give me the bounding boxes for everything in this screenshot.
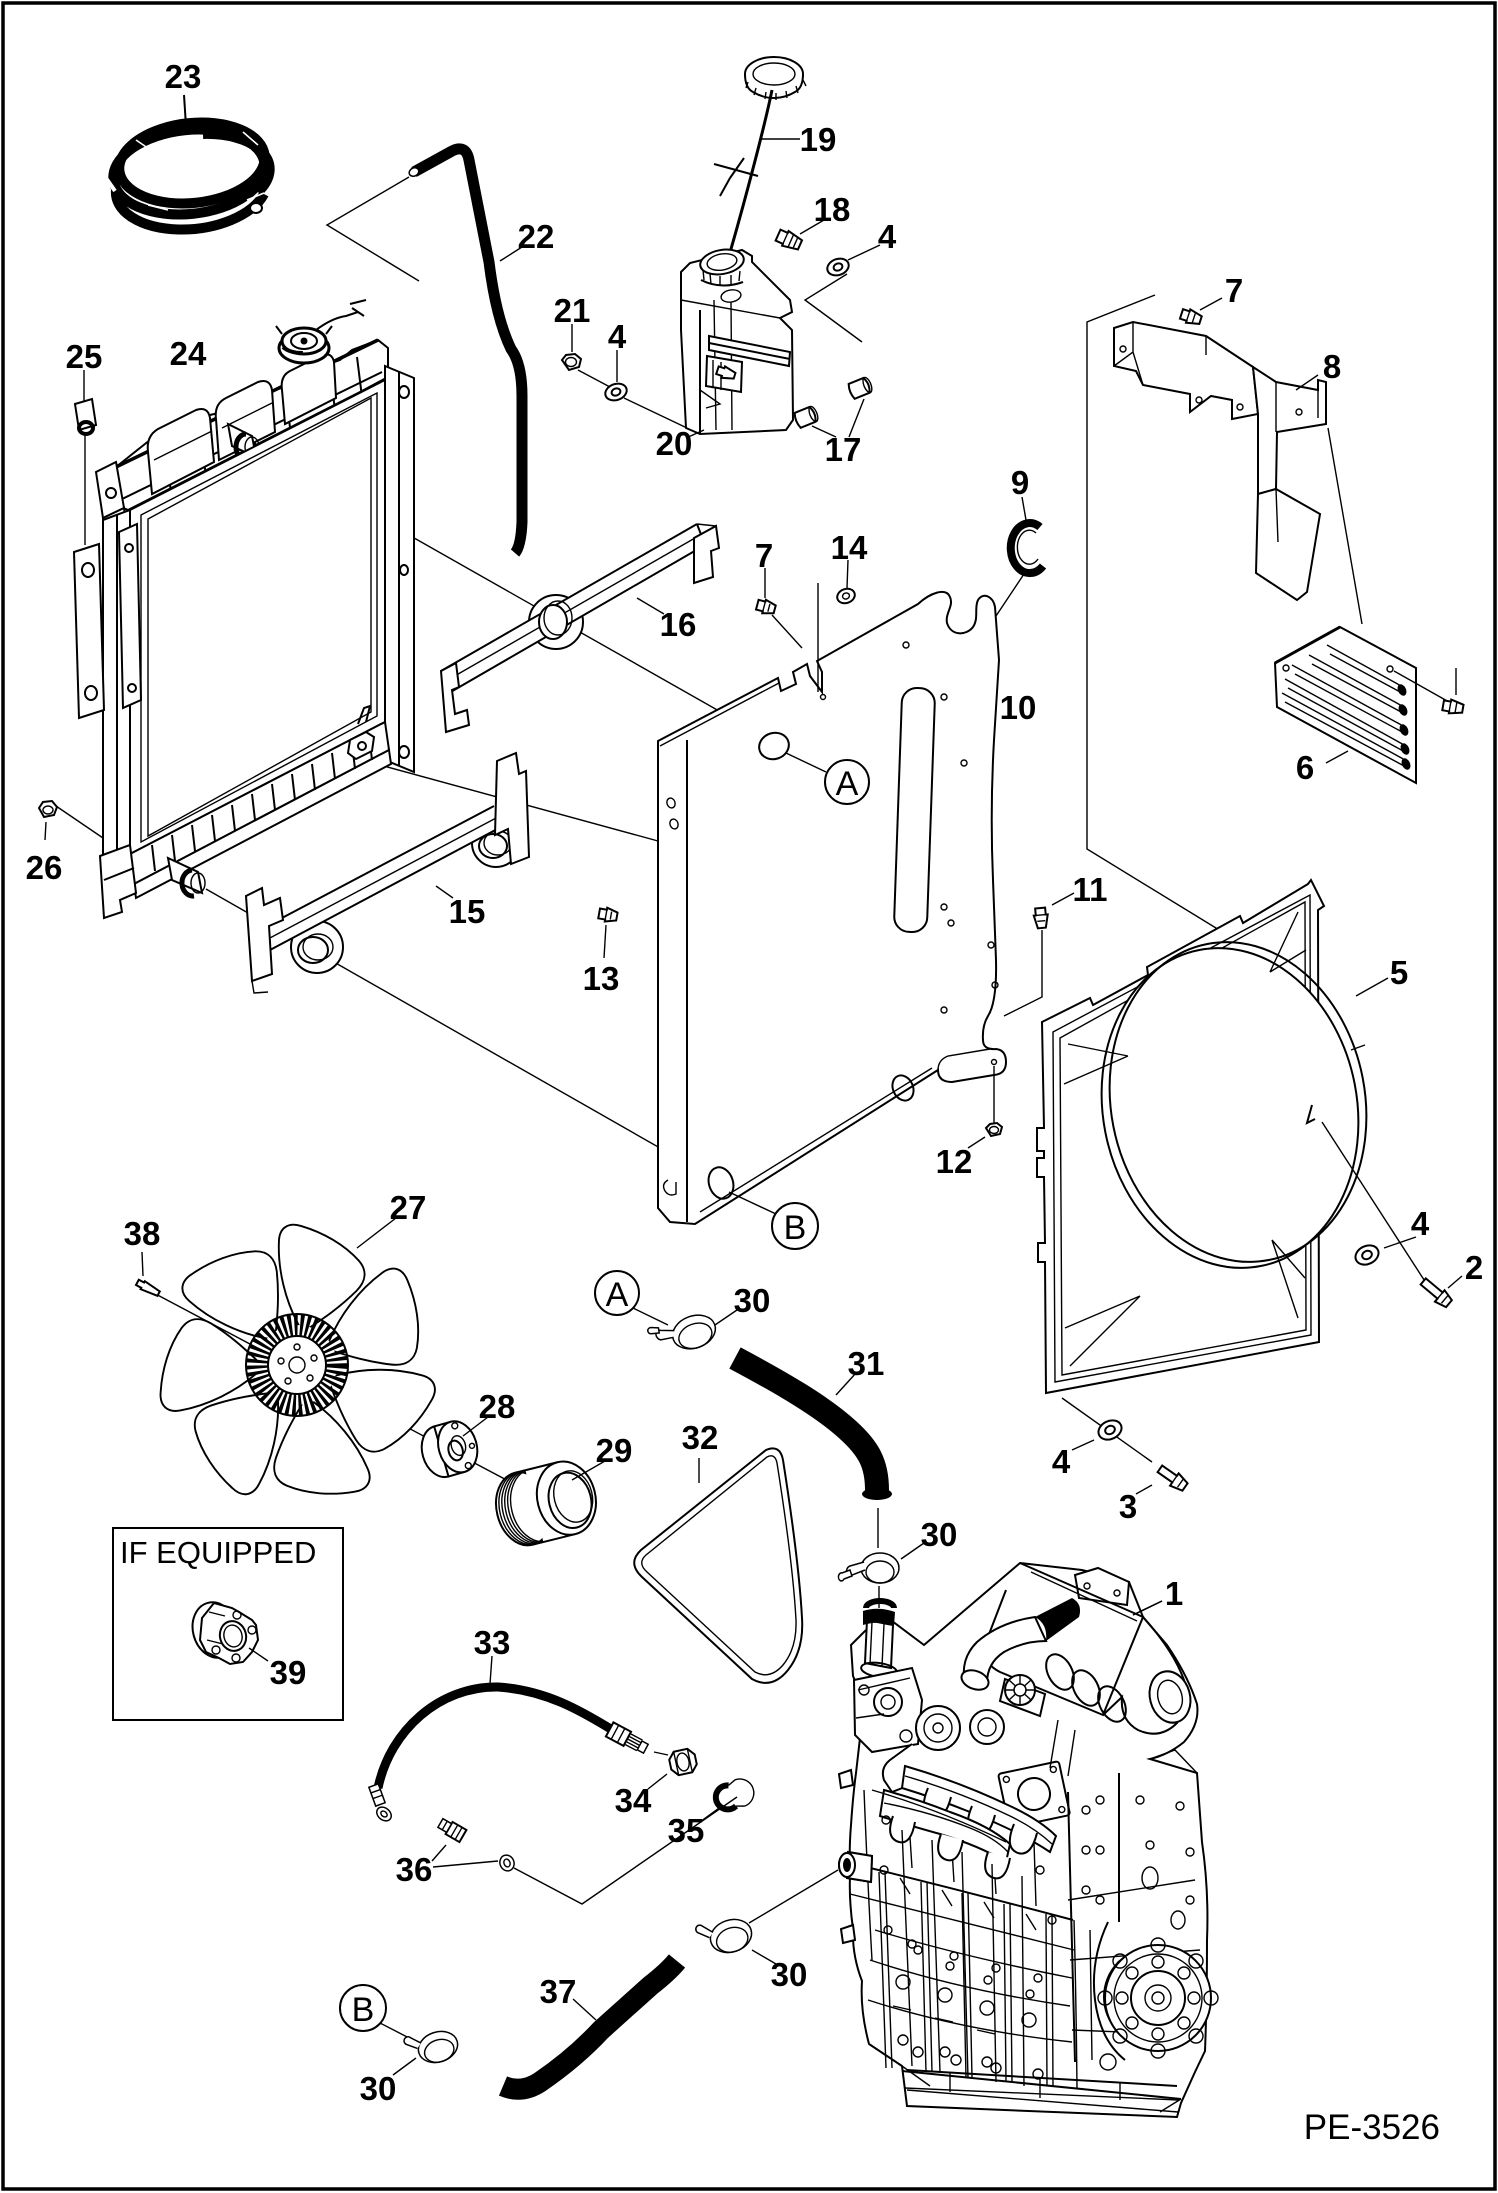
svg-text:B: B	[352, 1991, 375, 2029]
svg-text:25: 25	[66, 338, 103, 375]
svg-text:4: 4	[608, 318, 627, 355]
svg-text:20: 20	[656, 425, 693, 462]
svg-text:B: B	[784, 1209, 807, 1247]
svg-text:38: 38	[124, 1215, 161, 1252]
svg-text:4: 4	[1052, 1443, 1071, 1480]
svg-text:8: 8	[1323, 348, 1341, 385]
svg-text:19: 19	[800, 121, 837, 158]
svg-text:22: 22	[518, 218, 555, 255]
svg-text:15: 15	[449, 893, 486, 930]
svg-text:34: 34	[615, 1782, 652, 1819]
svg-text:32: 32	[682, 1419, 719, 1456]
svg-text:A: A	[836, 765, 859, 803]
svg-text:27: 27	[390, 1189, 427, 1226]
svg-text:21: 21	[554, 292, 591, 329]
svg-text:30: 30	[921, 1516, 958, 1553]
svg-text:35: 35	[668, 1812, 705, 1849]
svg-text:26: 26	[26, 849, 63, 886]
svg-text:17: 17	[825, 431, 862, 468]
svg-text:30: 30	[734, 1282, 771, 1319]
svg-text:2: 2	[1465, 1249, 1483, 1286]
svg-text:4: 4	[878, 218, 897, 255]
svg-text:9: 9	[1011, 464, 1029, 501]
svg-text:IF EQUIPPED: IF EQUIPPED	[120, 1535, 316, 1570]
svg-text:23: 23	[165, 58, 202, 95]
svg-text:A: A	[606, 1276, 629, 1314]
svg-text:24: 24	[170, 335, 207, 372]
svg-text:30: 30	[360, 2070, 397, 2107]
svg-text:39: 39	[270, 1654, 307, 1691]
svg-text:PE-3526: PE-3526	[1304, 2108, 1440, 2147]
svg-text:12: 12	[936, 1143, 973, 1180]
svg-text:11: 11	[1073, 871, 1108, 908]
svg-text:18: 18	[814, 191, 851, 228]
svg-text:31: 31	[848, 1345, 885, 1382]
svg-text:5: 5	[1390, 954, 1408, 991]
svg-text:7: 7	[1225, 272, 1243, 309]
svg-text:7: 7	[755, 537, 773, 574]
svg-text:14: 14	[831, 529, 868, 566]
svg-text:16: 16	[660, 606, 697, 643]
svg-text:36: 36	[396, 1851, 433, 1888]
svg-text:10: 10	[1000, 689, 1037, 726]
svg-text:13: 13	[583, 960, 620, 997]
svg-text:6: 6	[1296, 749, 1314, 786]
svg-text:37: 37	[540, 1973, 577, 2010]
svg-text:30: 30	[771, 1956, 808, 1993]
svg-text:4: 4	[1411, 1205, 1430, 1242]
svg-text:28: 28	[479, 1388, 516, 1425]
svg-text:33: 33	[474, 1624, 511, 1661]
svg-text:3: 3	[1119, 1488, 1137, 1525]
svg-text:1: 1	[1165, 1575, 1183, 1612]
svg-text:29: 29	[596, 1432, 633, 1469]
